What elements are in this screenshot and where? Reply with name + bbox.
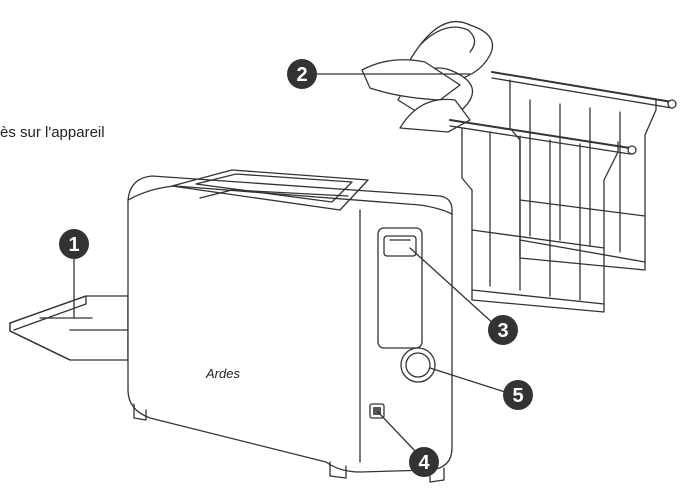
- callout-1: 1: [59, 229, 89, 259]
- leader-4: [377, 411, 417, 453]
- callout-3-number: 3: [497, 320, 508, 342]
- toaster-body: [127, 169, 453, 483]
- callout-1-number: 1: [68, 234, 79, 256]
- callout-2-number: 2: [296, 64, 307, 86]
- callout-4: 4: [409, 447, 439, 477]
- callout-5-number: 5: [512, 385, 523, 407]
- callout-3: 3: [488, 315, 518, 345]
- callout-2: 2: [287, 59, 317, 89]
- caption-text: ès sur l'appareil: [0, 124, 105, 141]
- crumb-tray: [9, 295, 129, 361]
- callout-5: 5: [503, 380, 533, 410]
- leader-5: [429, 367, 506, 393]
- leader-3: [409, 247, 496, 326]
- bun-warmer-rack: [361, 20, 677, 313]
- brand-logo: Ardes: [205, 366, 240, 381]
- callout-4-number: 4: [418, 452, 430, 474]
